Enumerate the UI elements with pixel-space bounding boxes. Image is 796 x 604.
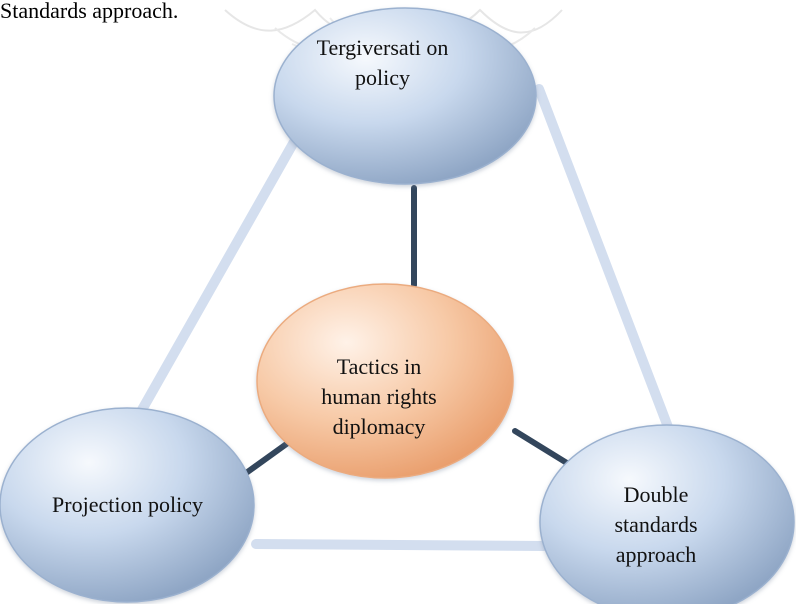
node-top-label: Tergiversati on policy xyxy=(316,34,449,90)
node-right-ellipse xyxy=(539,424,795,604)
outer-triangle xyxy=(117,84,678,551)
node-right-label: Double standards approach xyxy=(614,482,698,567)
node-center-label: Tactics in human rights diplomacy xyxy=(321,354,437,439)
node-left-label: Projection policy xyxy=(52,492,203,518)
top-text: Standards approach. xyxy=(0,0,179,23)
node-center-ellipse xyxy=(256,283,514,479)
frame-line-bottom xyxy=(251,539,549,551)
frame-line-right xyxy=(534,84,678,445)
connector-right xyxy=(512,428,578,471)
frame-line-left xyxy=(117,91,325,450)
node-top-ellipse xyxy=(273,7,537,185)
diagram-nodes xyxy=(0,7,795,604)
node-left-ellipse xyxy=(0,407,255,603)
